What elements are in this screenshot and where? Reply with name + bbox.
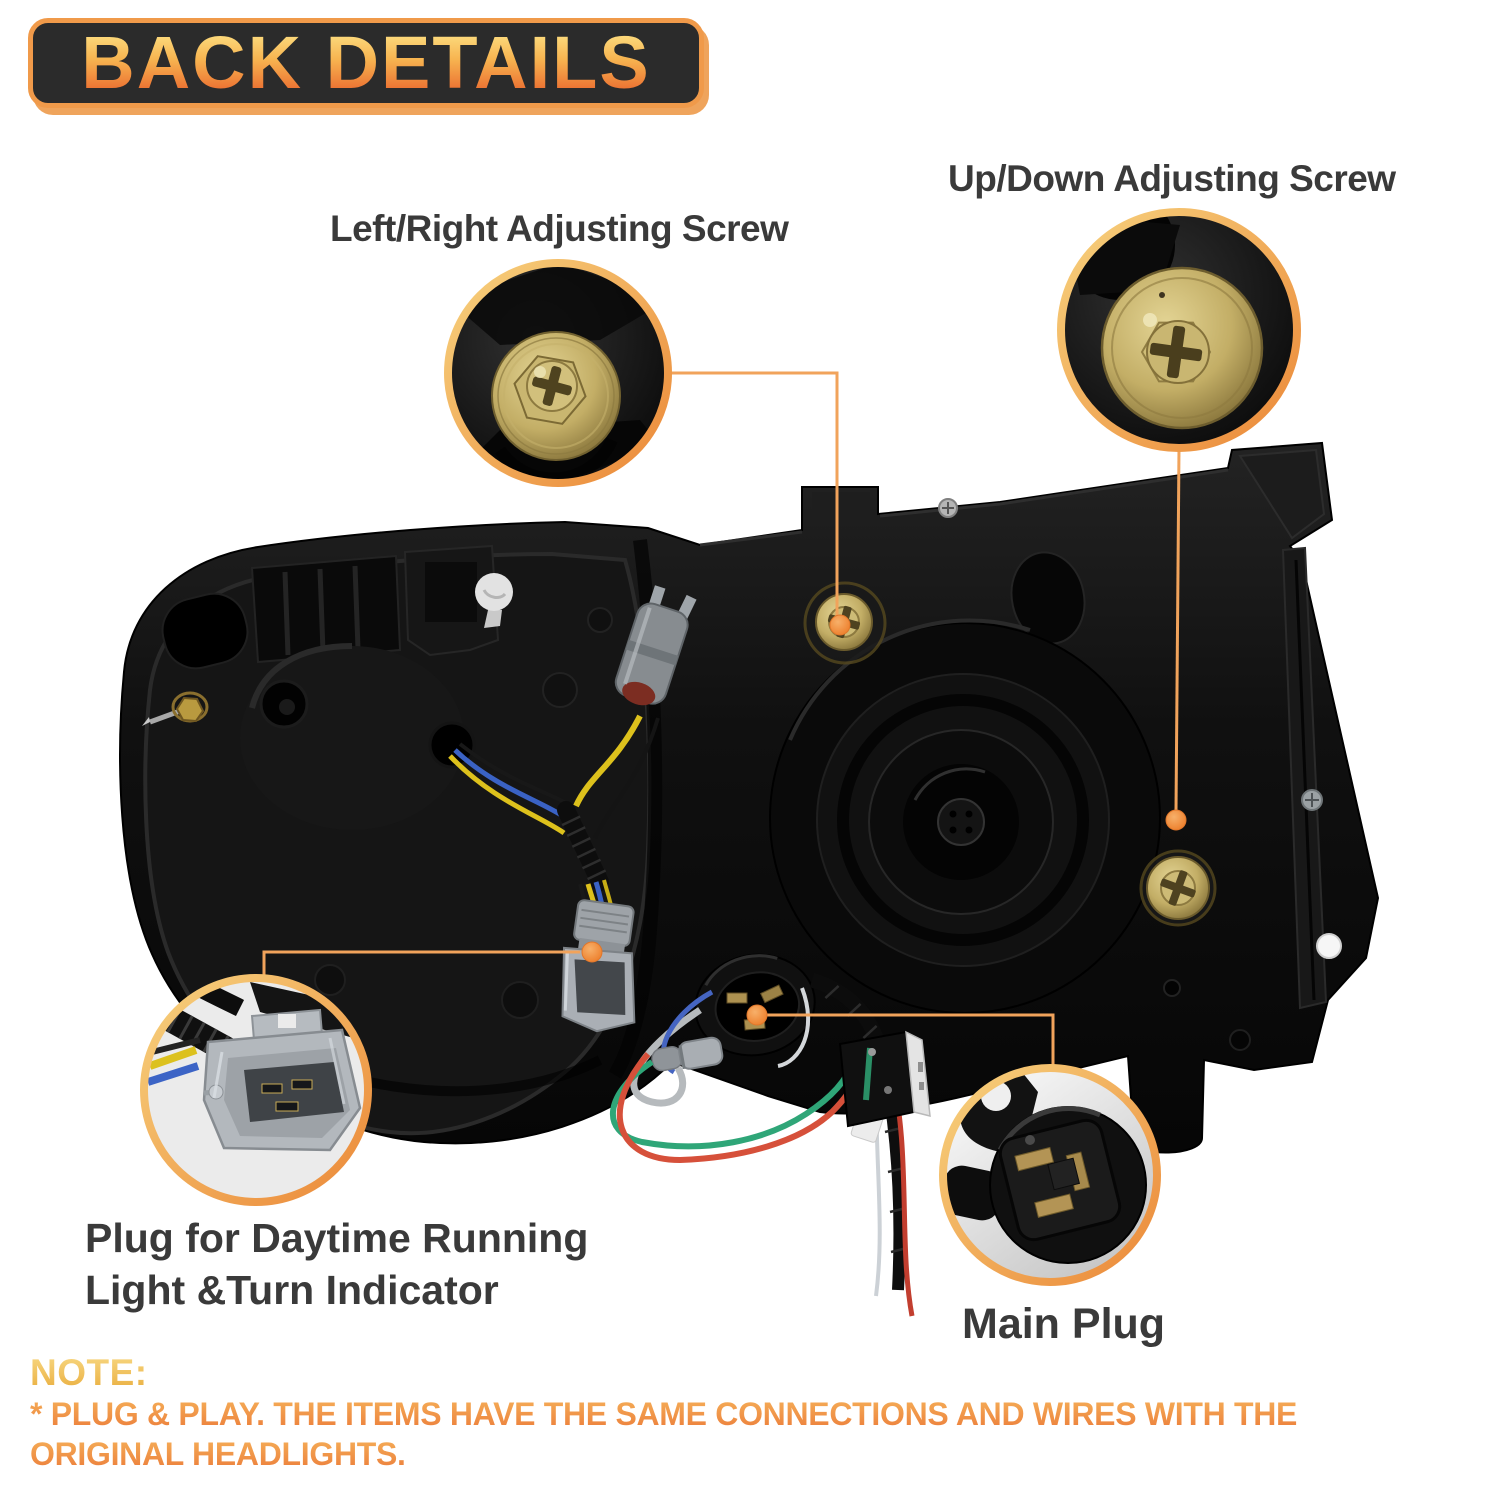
up-down-screw-callout (1057, 208, 1301, 452)
bullet-connector (651, 1036, 724, 1072)
bracket-screw (1301, 789, 1323, 811)
callout-dots (581, 614, 1187, 1026)
drl-plug-label: Plug for Daytime Running Light &Turn Ind… (85, 1212, 645, 1316)
note-line2: ORIGINAL HEADLIGHTS. (30, 1434, 1490, 1474)
note-heading: NOTE: (30, 1352, 1490, 1394)
title-banner: BACK DETAILS (28, 18, 704, 108)
corrugated-loom (557, 801, 609, 891)
drl-plug-label-line2: Light &Turn Indicator (85, 1267, 499, 1314)
up-down-adjusting-screw-target (1139, 849, 1217, 927)
projector-bore (769, 618, 1161, 1014)
left-right-screw-label: Left/Right Adjusting Screw (330, 208, 789, 249)
small-silver-screw (938, 498, 958, 518)
left-right-screw-callout (444, 259, 672, 487)
right-bracket (1163, 546, 1342, 1051)
main-plug-callout (939, 1064, 1161, 1286)
page-title: BACK DETAILS (81, 21, 651, 104)
drl-plug-callout (140, 974, 372, 1206)
drl-plug-label-line1: Plug for Daytime Running (85, 1215, 589, 1261)
up-down-screw-label: Up/Down Adjusting Screw (948, 158, 1396, 199)
note-block: NOTE: * PLUG & PLAY. THE ITEMS HAVE THE … (30, 1352, 1490, 1474)
callout-connector-lines (262, 371, 1181, 1066)
note-line1: * PLUG & PLAY. THE ITEMS HAVE THE SAME C… (30, 1394, 1490, 1434)
relay-cube (838, 1030, 931, 1128)
bulb-socket (614, 585, 697, 706)
housing-recess-details (161, 544, 613, 1019)
white-plastic-clip (475, 573, 513, 628)
main-plug-label: Main Plug (962, 1300, 1166, 1348)
adjuster-pin (142, 691, 209, 726)
headlight-back-housing (119, 441, 1380, 1317)
